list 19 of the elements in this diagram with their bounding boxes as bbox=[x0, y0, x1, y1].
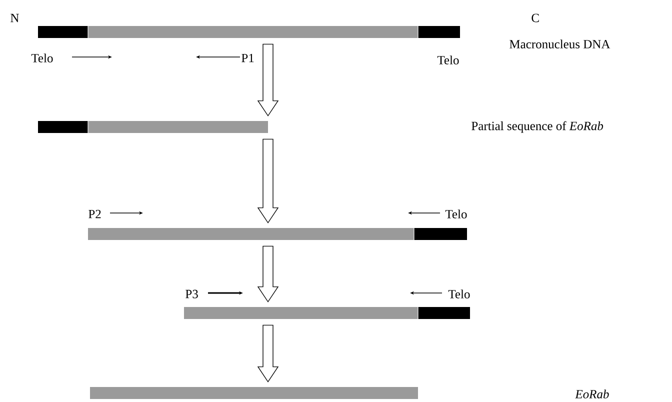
label-text: Partial sequence of EoRab bbox=[472, 121, 604, 133]
dna-bar bbox=[38, 120, 268, 134]
hollow-arrow bbox=[257, 246, 279, 302]
label-text: Telo bbox=[31, 54, 53, 62]
label-text: Macronucleus DNA bbox=[510, 40, 610, 48]
label-text: N bbox=[10, 14, 19, 22]
dna-bar bbox=[88, 228, 467, 240]
dna-bar bbox=[184, 306, 470, 320]
label-text: Telo bbox=[437, 56, 459, 64]
hollow-arrow bbox=[257, 324, 279, 382]
label-text: C bbox=[532, 14, 539, 22]
dna-bar bbox=[90, 387, 418, 399]
label-text: EoRab bbox=[575, 390, 609, 398]
hollow-arrow bbox=[257, 138, 279, 224]
label-text: Telo bbox=[448, 290, 470, 298]
dna-bar bbox=[38, 26, 460, 38]
label-text: Telo bbox=[445, 210, 467, 218]
hollow-arrow bbox=[257, 44, 279, 116]
label-text: P1 bbox=[242, 54, 254, 62]
